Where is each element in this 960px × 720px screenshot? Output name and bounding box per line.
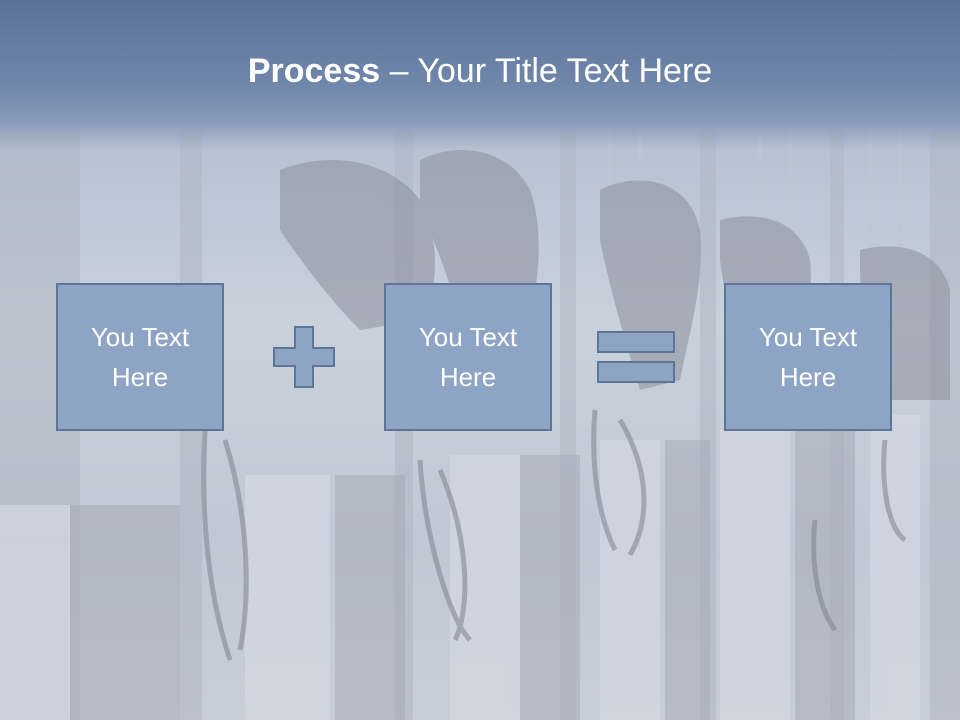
slide-title-rest: – Your Title Text Here xyxy=(380,52,713,90)
process-box-3-text: You Text Here xyxy=(758,322,858,392)
equals-icon xyxy=(597,331,675,383)
slide-title-bold: Process xyxy=(247,52,381,90)
process-box-1-text: You Text Here xyxy=(90,322,190,392)
process-box-2-text: You Text Here xyxy=(418,322,518,392)
plus-icon xyxy=(273,326,335,388)
process-box-3[interactable]: You Text Here xyxy=(724,283,892,431)
title-band xyxy=(0,0,960,150)
slide-title: Process – Your Title Text Here xyxy=(0,52,960,91)
process-box-1[interactable]: You Text Here xyxy=(56,283,224,431)
process-box-2[interactable]: You Text Here xyxy=(384,283,552,431)
